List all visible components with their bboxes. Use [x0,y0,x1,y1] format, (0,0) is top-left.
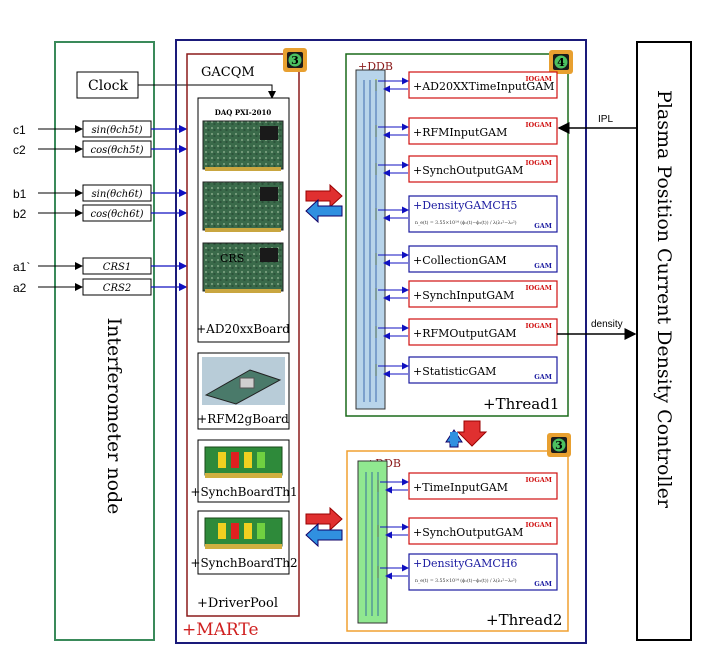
signal-box-label: sin(θch5t) [91,125,142,136]
gam-type-badge: GAM [534,262,552,270]
board-label-synch-th2: +SynchBoardTh2 [190,556,297,570]
gam-type-badge: IOGAM [526,75,553,83]
signal-box-label: sin(θch6t) [91,189,142,200]
chip-badge-number: 3 [555,439,563,452]
gam-formula: n_e(t) = 3.55×10¹⁴ (ϕ₁(t)−ϕ₂(t)) / λ(λ₁²… [415,577,517,584]
gam-box [408,155,558,183]
chip-badge-thread2: 3 [547,433,571,457]
thread1-ddb [355,69,386,410]
gam-type-badge: GAM [534,373,552,381]
thread1-box [345,53,569,417]
daq-card-image-2 [202,181,284,232]
chip-badge-thread1: 4 [549,50,573,74]
gam-box [408,472,558,500]
input-signals: c1 sin(θch5t) c2 cos(θch5t) b1 sin(θch6t) b2 co… [13,120,188,296]
gam-name: +SynchInputGAM [413,289,514,302]
gam-name: +TimeInputGAM [413,481,508,494]
gam-box [408,356,558,384]
daq-title: DAQ PXI-2010 [215,108,272,117]
thread1-exchange-arrows [305,183,343,224]
controller-box [636,41,692,641]
gam-box [408,71,558,99]
gam-box [408,517,558,545]
gam-formula: n_e(t) = 3.55×10¹⁴ (ϕ₁(t)−ϕ₂(t)) / λ(λ₁²… [415,219,517,226]
gam-name: +SynchOutputGAM [413,526,523,539]
gam-name: +RFMInputGAM [413,126,507,139]
interferometer-node-box [54,41,155,641]
gam-box [408,245,558,273]
gam-type-badge: IOGAM [526,521,553,529]
driver-pool-box [186,53,300,617]
thread1-gam-list: +AD20XXTimeInputGAMIOGAM+RFMInputGAMIOGA… [375,71,558,384]
input-channel-label: b1 [13,187,27,201]
board-label-rfm2g: +RFM2gBoard [197,412,289,426]
clock-to-gacqm-line [138,84,276,99]
driver-pool-title: +DriverPool [197,596,278,611]
gam-box [408,117,558,145]
input-channel-label: b2 [13,207,27,221]
daq-card-image-3 [202,242,284,293]
signal-box-label: cos(θch5t) [91,145,144,156]
gam-name: +RFMOutputGAM [413,327,516,340]
rfm2g-card-image [202,357,285,405]
gam-type-badge: GAM [534,580,552,588]
gam-box [408,318,558,346]
clock-box [76,71,139,99]
clock-label: Clock [88,78,128,94]
thread2-box [346,450,569,632]
signal-box-label: CRS1 [103,262,131,273]
chip-badge-number: 4 [557,56,565,69]
gam-type-badge: IOGAM [526,476,553,484]
gam-box [408,280,558,308]
controller-title: Plasma Position Current Density Controll… [653,90,675,509]
thread1-title: +Thread1 [483,395,559,413]
synch-board-th2-image [204,517,283,549]
gam-type-badge: IOGAM [526,121,553,129]
chip-badge-driverpool: 3 [283,48,307,72]
crs-label: CRS [220,252,244,265]
input-channel-label: a2 [13,281,27,295]
gam-type-badge: IOGAM [526,159,553,167]
synch-board-th1-image [204,446,283,478]
gam-type-badge: IOGAM [526,322,553,330]
gam-name: +DensityGAMCH6 [413,557,517,570]
gam-name: +AD20XXTimeInputGAM [413,80,554,93]
marte-box [175,39,587,644]
daq-card-image-1 [202,120,284,171]
chip-badge-number: 3 [291,54,299,67]
input-channel-label: c1 [13,123,26,137]
thread-sync-arrows [445,420,488,448]
board-label-synch-th1: +SynchBoardTh1 [190,485,297,499]
gam-name: +SynchOutputGAM [413,164,523,177]
gam-name: +StatisticGAM [413,365,496,378]
gam-box [408,553,558,591]
board-label-ad20xx: +AD20xxBoard [196,322,290,336]
signal-box-label: CRS2 [103,283,131,294]
signal-box-label: cos(θch6t) [91,209,144,220]
thread2-title: +Thread2 [486,611,562,629]
density-label: density [591,319,623,330]
input-channel-label: a1` [13,260,30,274]
gam-type-badge: GAM [534,222,552,230]
gam-box [408,195,558,233]
gam-name: +CollectionGAM [413,254,507,267]
gam-name: +DensityGAMCH5 [413,199,517,212]
ipl-label: IPL [598,114,613,125]
thread2-exchange-arrows [305,506,343,548]
input-channel-label: c2 [13,143,26,157]
marte-title: +MARTe [182,620,259,640]
thread2-gam-list: +TimeInputGAMIOGAM+SynchOutputGAMIOGAM+D… [377,472,558,591]
interferometer-node-title: Interferometer node [103,318,125,515]
gacqm-label: GACQM [201,65,255,80]
thread2-ddb [357,460,388,624]
gam-type-badge: IOGAM [526,284,553,292]
